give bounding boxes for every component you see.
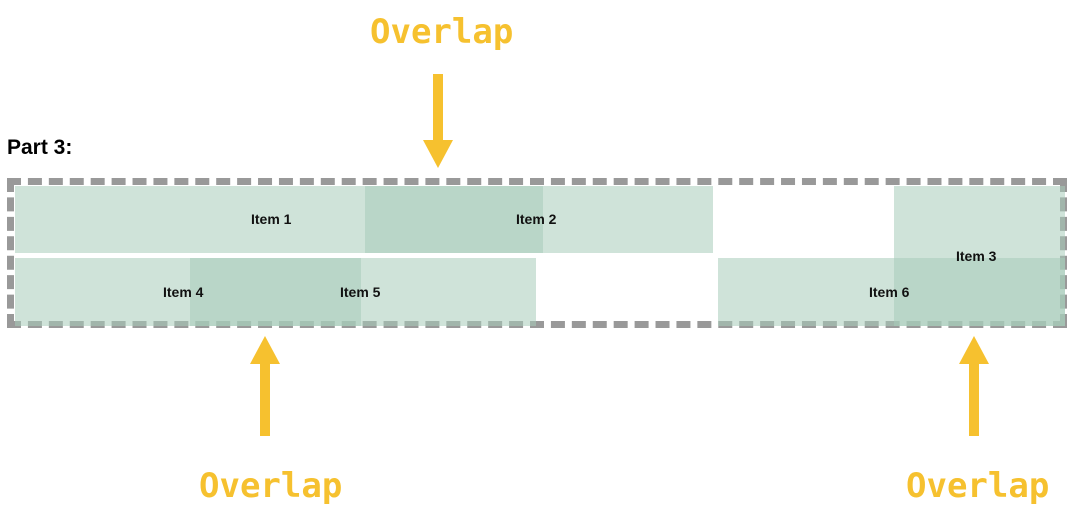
overlap-label-top: Overlap [370,12,514,52]
timeline-container: Item 1 Item 2 Item 3 Item 4 Item 5 Item … [7,178,1067,328]
item-2-bar [365,186,713,253]
arrow-up-icon [959,336,989,436]
item-6-bar [718,258,1065,326]
part-title: Part 3: [7,136,73,159]
arrow-up-icon [250,336,280,436]
item-4-label: Item 4 [163,284,204,300]
item-2-label: Item 2 [516,211,557,227]
item-5-bar [190,258,536,326]
overlap-label-bottom-right: Overlap [906,466,1050,506]
overlap-label-bottom-left: Overlap [199,466,343,506]
item-3-label: Item 3 [956,248,997,264]
item-5-label: Item 5 [340,284,381,300]
arrow-down-icon [423,74,453,168]
item-1-label: Item 1 [251,211,292,227]
item-6-label: Item 6 [869,284,910,300]
